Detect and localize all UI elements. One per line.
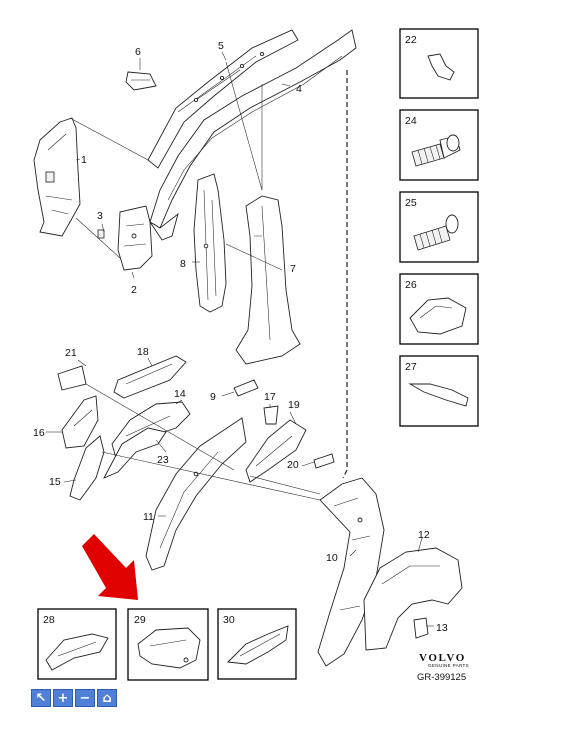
part-10-quarter-inner[interactable] (317, 477, 385, 667)
callout-2[interactable]: 2 (131, 284, 137, 296)
box-30[interactable]: 30 (217, 608, 297, 680)
svg-text:29: 29 (134, 614, 146, 626)
callout-4[interactable]: 4 (296, 83, 302, 95)
zoom-in-icon: + (57, 690, 69, 706)
zoom-in-button[interactable]: + (53, 689, 73, 707)
pointer-button[interactable]: ↖ (31, 689, 51, 707)
brand-block: VOLVO GENUINE PARTS GR-399125 (417, 652, 469, 683)
part-13-bracket[interactable] (413, 617, 429, 639)
pointer-icon: ↖ (35, 690, 47, 706)
part-18-sill[interactable] (113, 355, 187, 399)
dashed-connector (342, 70, 348, 479)
callout-17[interactable]: 17 (264, 391, 276, 403)
callout-6[interactable]: 6 (135, 46, 141, 58)
part-12-wheelhouse[interactable] (363, 547, 463, 651)
svg-text:28: 28 (43, 614, 55, 626)
part-6-bracket[interactable] (125, 71, 157, 91)
callout-20[interactable]: 20 (287, 459, 299, 471)
callout-12[interactable]: 12 (418, 529, 430, 541)
callout-16[interactable]: 16 (33, 427, 45, 439)
part-5-roof-rail[interactable] (147, 29, 299, 169)
box-25[interactable]: 25 (399, 191, 479, 263)
diagram-toolbar: ↖ + − ⌂ (31, 689, 117, 707)
svg-text:25: 25 (405, 197, 417, 209)
part-9-strip[interactable] (233, 379, 259, 397)
bolt-icon (411, 134, 461, 167)
part-20-clip[interactable] (313, 453, 335, 469)
svg-text:30: 30 (223, 614, 235, 626)
part-2-bracket[interactable] (117, 205, 153, 271)
callout-18[interactable]: 18 (137, 346, 149, 358)
box-27[interactable]: 27 (399, 355, 479, 427)
brand-logo: VOLVO (419, 652, 466, 664)
box-26[interactable]: 26 (399, 273, 479, 345)
part-19-panel[interactable] (245, 419, 307, 483)
part-3-clip[interactable] (97, 229, 105, 239)
home-button[interactable]: ⌂ (97, 689, 117, 707)
part-15-bracket[interactable] (69, 435, 105, 501)
box-28[interactable]: 28 (37, 608, 117, 680)
box-22[interactable]: 22 (399, 28, 479, 99)
callout-21[interactable]: 21 (65, 347, 77, 359)
brand-subtitle: GENUINE PARTS (428, 663, 469, 668)
svg-text:27: 27 (405, 361, 417, 373)
svg-text:26: 26 (405, 279, 417, 291)
zoom-out-button[interactable]: − (75, 689, 95, 707)
callout-numbers: 1 2 3 4 5 6 7 8 9 10 11 12 13 14 15 16 1… (33, 40, 448, 634)
part-23-arch[interactable] (103, 427, 167, 479)
callout-11[interactable]: 11 (143, 511, 154, 523)
callout-19[interactable]: 19 (288, 399, 300, 411)
callout-10[interactable]: 10 (326, 552, 338, 564)
stud-icon (413, 214, 459, 251)
part-8-b-pillar-inner[interactable] (193, 173, 227, 313)
svg-text:24: 24 (405, 115, 417, 127)
callout-13[interactable]: 13 (436, 622, 448, 634)
part-21-panel[interactable] (57, 365, 87, 391)
callout-14[interactable]: 14 (174, 388, 186, 400)
callout-5[interactable]: 5 (218, 40, 224, 52)
callout-8[interactable]: 8 (180, 258, 186, 270)
diagram-reference: GR-399125 (417, 672, 466, 683)
home-icon: ⌂ (102, 690, 112, 706)
callout-3[interactable]: 3 (97, 210, 103, 222)
callout-15[interactable]: 15 (49, 476, 61, 488)
box-29-highlighted[interactable]: 29 (127, 608, 209, 681)
zoom-out-icon: − (79, 690, 91, 706)
part-4-roof-rail[interactable] (149, 29, 357, 241)
part-1-a-pillar[interactable] (33, 117, 81, 237)
svg-text:22: 22 (405, 34, 417, 46)
callout-7[interactable]: 7 (290, 263, 296, 275)
callout-1[interactable]: 1 (81, 154, 87, 166)
part-11-c-pillar[interactable] (145, 417, 247, 571)
part-17-clip[interactable] (263, 405, 279, 425)
leader-lines (46, 51, 434, 627)
highlight-arrow-icon (82, 534, 138, 600)
callout-23[interactable]: 23 (157, 454, 169, 466)
part-7-b-pillar-outer[interactable] (235, 195, 301, 365)
part-16-bracket[interactable] (61, 395, 99, 449)
box-24[interactable]: 24 (399, 109, 479, 181)
callout-9[interactable]: 9 (210, 391, 216, 403)
